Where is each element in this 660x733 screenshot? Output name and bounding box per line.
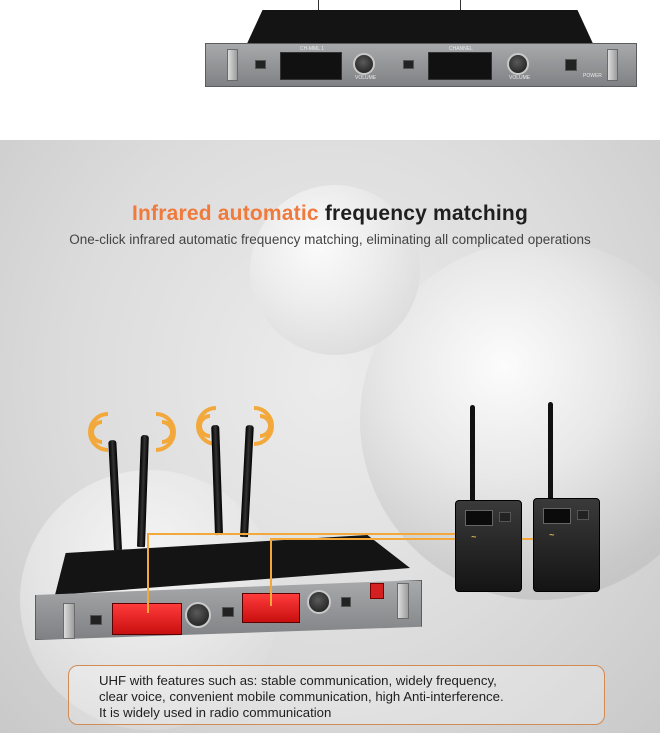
top-product-band: CH-MML 1 VOLUME CHANNEL VOLUME POWER xyxy=(0,0,660,140)
callout-line-3: It is widely used in radio communication xyxy=(99,705,332,720)
bodypack-2-button xyxy=(577,510,589,520)
callout-text: UHF with features such as: stable commun… xyxy=(99,673,504,721)
feature-section: Infrared automatic frequency matching On… xyxy=(0,140,660,733)
connector-line-left-vertical xyxy=(147,533,149,613)
top-knob-label-left: VOLUME xyxy=(355,75,377,81)
top-ir-button-left xyxy=(255,60,266,69)
main-power-button-frame xyxy=(341,597,351,607)
top-ir-button-center xyxy=(403,60,414,69)
bodypack-1-screen xyxy=(465,510,493,526)
bodypack-1-button xyxy=(499,512,511,522)
feature-headline: Infrared automatic frequency matching xyxy=(0,202,660,226)
top-power-button xyxy=(565,59,577,71)
main-volume-knob-right xyxy=(307,590,331,614)
top-knob-label-right: VOLUME xyxy=(509,75,531,81)
bodypack-antenna-2 xyxy=(548,402,553,502)
main-power-button xyxy=(370,583,384,599)
connector-line-right-vertical xyxy=(270,538,272,606)
bodypack-2-logo: ~ xyxy=(549,530,555,540)
top-volume-knob-left xyxy=(353,53,375,75)
bodypack-transmitter-1: ~ xyxy=(455,500,522,592)
top-power-label: POWER xyxy=(583,73,602,79)
connector-line-right-horizontal xyxy=(270,538,548,540)
signal-wave-icon xyxy=(155,412,176,452)
bodypack-antenna-1 xyxy=(470,405,475,505)
signal-wave-icon xyxy=(253,406,274,446)
top-display-label-left: CH-MML 1 xyxy=(300,46,324,52)
top-volume-knob-right xyxy=(507,53,529,75)
bodypack-transmitter-2: ~ xyxy=(533,498,600,592)
main-ir-button-center xyxy=(222,607,234,617)
feature-callout: UHF with features such as: stable commun… xyxy=(68,665,605,725)
callout-line-1: UHF with features such as: stable commun… xyxy=(99,673,497,688)
top-display-right xyxy=(428,52,492,80)
bodypack-2-screen xyxy=(543,508,571,524)
top-rack-handle-left xyxy=(227,49,238,81)
main-volume-knob-left xyxy=(185,602,211,628)
top-display-label-right: CHANNEL xyxy=(449,46,473,52)
bodypack-1-logo: ~ xyxy=(471,532,477,542)
signal-wave-icon xyxy=(196,406,217,446)
top-rack-handle-right xyxy=(607,49,618,81)
headline-orange-text: Infrared automatic xyxy=(131,202,319,225)
main-rack-handle-right xyxy=(397,583,409,619)
feature-subline: One-click infrared automatic frequency m… xyxy=(69,232,591,247)
headline-dark-text: frequency matching xyxy=(324,202,528,225)
callout-line-2: clear voice, convenient mobile communica… xyxy=(99,689,504,704)
signal-wave-icon xyxy=(88,412,109,452)
top-receiver-chassis xyxy=(245,10,595,48)
main-rack-handle-left xyxy=(63,603,75,639)
top-display-left xyxy=(280,52,342,80)
connector-line-left-horizontal xyxy=(147,533,465,535)
main-ir-button-left xyxy=(90,615,102,625)
top-receiver: CH-MML 1 VOLUME CHANNEL VOLUME POWER xyxy=(205,5,637,95)
background-globe-small xyxy=(250,185,420,355)
main-receiver xyxy=(35,535,425,660)
